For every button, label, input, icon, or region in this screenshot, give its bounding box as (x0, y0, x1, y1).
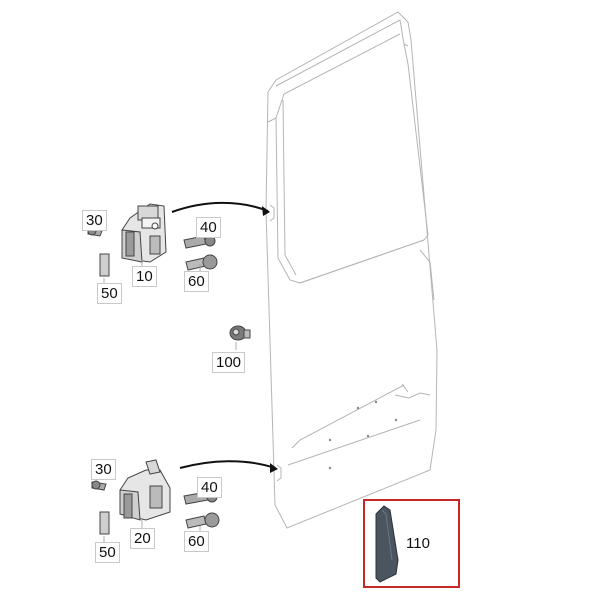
label-bushing-upper: 50 (97, 283, 122, 304)
upper-hinge-arrow (171, 201, 270, 216)
label-hinge-upper: 10 (132, 266, 157, 287)
label-stopper: 100 (212, 352, 246, 373)
label-bolt-upper: 40 (196, 217, 221, 238)
label-trim-strip: 110 (402, 533, 434, 554)
label-pin-lower: 60 (184, 531, 209, 552)
label-bolt-lower: 40 (197, 477, 222, 498)
label-bushing-lower: 50 (95, 542, 120, 563)
lower-hinge-assembly (91, 459, 220, 535)
stopper-part (229, 325, 251, 341)
trim-strip-part (375, 505, 399, 583)
rear-door-panel (265, 11, 438, 529)
label-screw-lower: 30 (91, 459, 116, 480)
upper-hinge-assembly (87, 203, 218, 277)
label-pin-upper: 60 (184, 271, 209, 292)
lower-hinge-arrow (179, 460, 278, 473)
highlighted-part-frame (363, 499, 460, 588)
label-hinge-lower: 20 (130, 528, 155, 549)
label-screw-upper: 30 (82, 210, 107, 231)
